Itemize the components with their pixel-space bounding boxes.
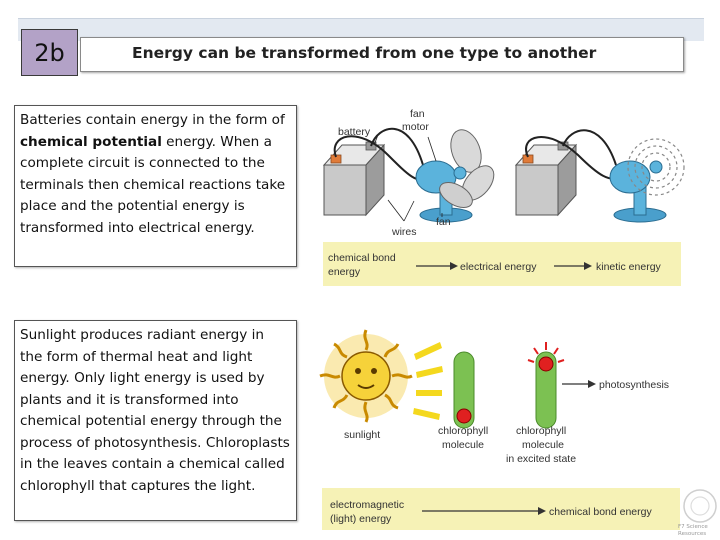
label-molecule-2b: molecule [522, 439, 564, 451]
arrow-right-icon [538, 507, 546, 515]
battery-text-part1: Batteries contain energy in the form of [20, 112, 285, 128]
arrow-right-icon [450, 262, 458, 270]
label-photosynthesis: photosynthesis [599, 379, 669, 391]
battery-fan-diagram: battery fan motor wires fan chemical bon… [322, 108, 685, 286]
flow2-chemical-bond-energy: chemical bond energy [549, 506, 652, 518]
wire-icon [370, 127, 424, 166]
wire-icon [562, 129, 617, 166]
flow1-electrical-energy: electrical energy [460, 261, 537, 273]
excited-chlorophyll-molecule-icon [527, 342, 565, 429]
chlorophyll-molecule-icon [453, 351, 475, 429]
arrow-right-icon [584, 262, 592, 270]
logo-line-2: Resources [678, 531, 706, 537]
sunlight-text-box: Sunlight produces radiant energy in the … [14, 320, 297, 521]
label-fan: fan [436, 216, 451, 228]
battery-text-box: Batteries contain energy in the form of … [14, 105, 297, 267]
logo-line-1: F7 Science [678, 524, 708, 530]
light-rays-icon [413, 342, 443, 420]
top-accent-bar [18, 18, 704, 41]
energy-flow-band-2 [322, 488, 680, 530]
corner-logo: F7 Science Resources [678, 489, 717, 537]
arrow-right-icon [588, 380, 596, 388]
flow1-chemical-bond: chemical bond [328, 252, 396, 264]
label-molecule-2c: in excited state [506, 453, 576, 465]
title-bar [80, 37, 684, 72]
label-molecule-2a: chlorophyll [516, 425, 566, 437]
label-molecule-1a: chlorophyll [438, 425, 488, 437]
label-fan-motor-1: fan [410, 108, 425, 120]
label-fan-motor-2: motor [402, 121, 429, 133]
fan-1-icon [415, 129, 495, 223]
flow1-kinetic-energy: kinetic energy [596, 261, 662, 273]
flow1-energy: energy [328, 266, 361, 278]
photosynthesis-diagram: sunlight chlorophyll molecule chlorophyl… [319, 329, 680, 530]
label-sunlight: sunlight [344, 429, 380, 441]
label-battery: battery [338, 126, 371, 138]
sunlight-text: Sunlight produces radiant energy in the … [20, 327, 290, 494]
flow2-light-energy: (light) energy [330, 513, 392, 525]
slide-title: Energy can be transformed from one type … [132, 44, 597, 62]
battery-text-bold: chemical potential [20, 133, 162, 150]
battery-1-icon [322, 141, 386, 217]
sun-icon [319, 329, 413, 423]
slide-number: 2b [34, 38, 65, 67]
label-wires: wires [391, 226, 417, 238]
slide-number-badge: 2b [21, 29, 78, 76]
label-molecule-1b: molecule [442, 439, 484, 451]
fan-2-spinning-icon [609, 138, 685, 223]
battery-2-icon [514, 141, 578, 217]
battery-text-part2: energy. When a complete circuit is conne… [20, 133, 286, 236]
energy-flow-band-1 [323, 242, 681, 286]
flow2-electromagnetic: electromagnetic [330, 499, 404, 511]
